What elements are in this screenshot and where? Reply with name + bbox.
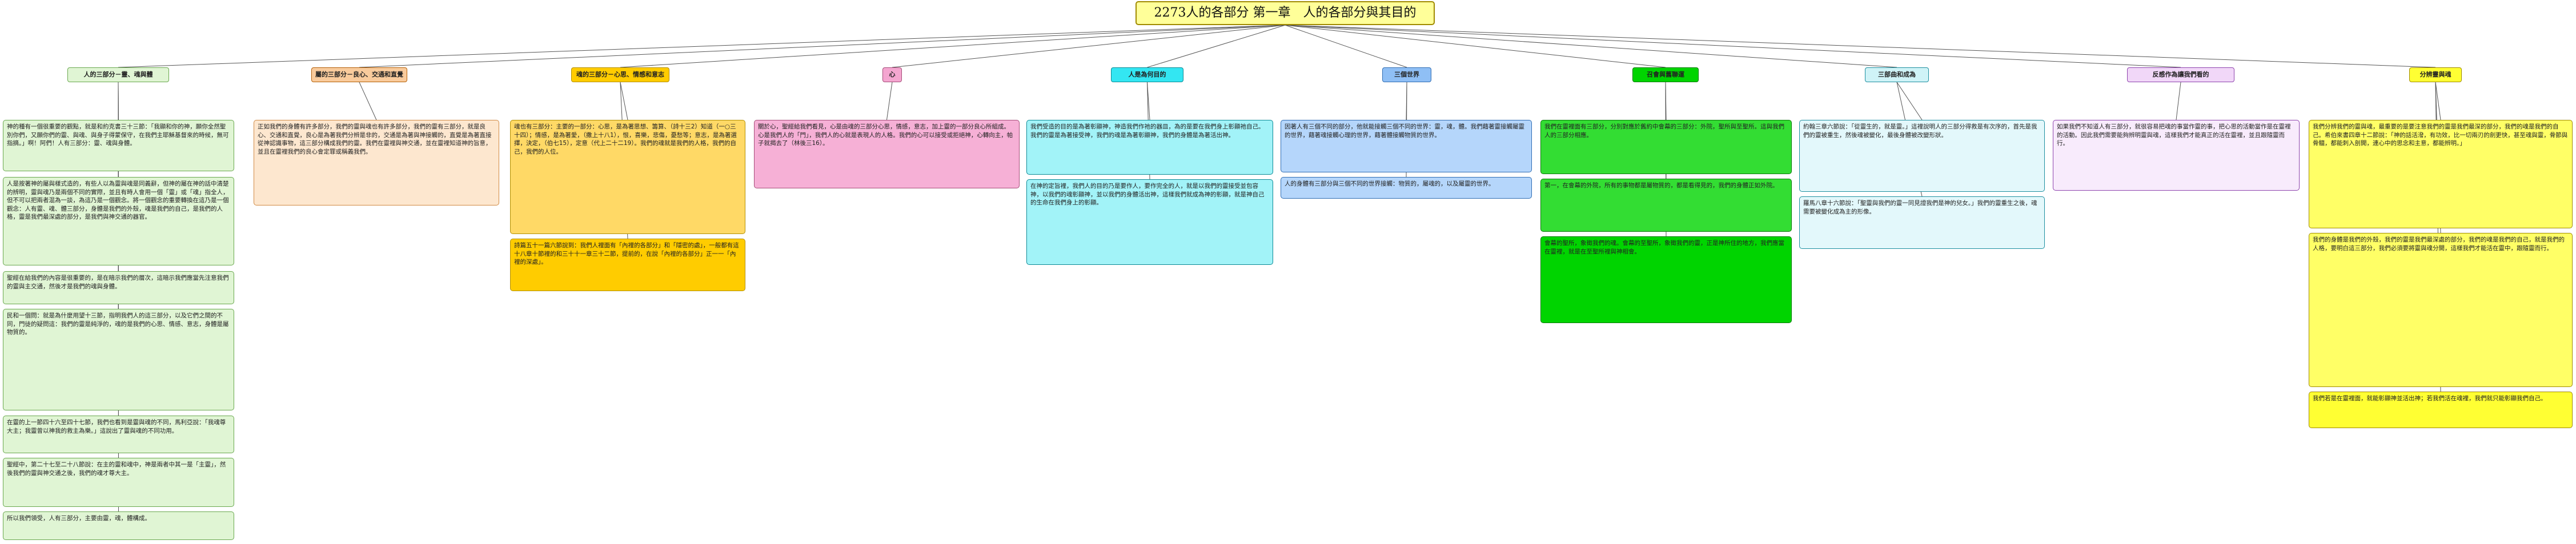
branch-to-note-line	[2176, 82, 2181, 120]
root-to-branch-line	[892, 25, 1286, 68]
branch-to-note-line	[620, 82, 628, 120]
branch-purpose-note: 我們受造的目的是為著彰顯神，神造我們作祂的器皿，為的是要在我們身上彰顯祂自己。我…	[1026, 120, 1273, 175]
branch-soul-parts-head[interactable]: 魂的三部分－心思、情感和意志	[571, 67, 669, 82]
branch-three-parts-note: 人是按著神的屬與樣式造的，有些人以為靈與魂是同義辭，但神的屬在神的話中清楚的辨明…	[3, 177, 234, 265]
branch-tabernacle-head[interactable]: 召會與舊聯運	[1632, 67, 1699, 82]
branch-three-worlds-note: 人的身體有三部分與三個不同的世界接觸：物質的，屬魂的，以及屬靈的世界。	[1281, 177, 1532, 199]
root-to-branch-line	[1285, 25, 2436, 68]
branch-three-parts-note: 所以我們領受，人有三部分，主要由靈，魂，體構成。	[3, 511, 234, 540]
root-to-branch-line	[1147, 25, 1286, 68]
branch-spirit-parts-head[interactable]: 屬的三部分－良心、交通和直覺	[311, 67, 407, 82]
root-to-branch-line	[1285, 25, 1897, 68]
central-topic[interactable]: 2273人的各部分 第一章 人的各部分與其目的	[1135, 1, 1435, 25]
branch-discern-head[interactable]: 分辨靈與魂	[2409, 67, 2462, 82]
branch-three-parts-note: 聖經中，第二十七至二十八節說：在主的靈和魂中，神是兩者中其一是「主靈」，然後我們…	[3, 458, 234, 507]
branch-three-worlds-head[interactable]: 三個世界	[1382, 67, 1431, 82]
branch-spirit-parts-note: 正如我們的身體有許多部分，我們的靈與魂也有許多部分，我們的靈有三部分，就是良心、…	[254, 120, 499, 205]
root-to-branch-line	[1285, 25, 2181, 68]
root-to-branch-line	[1285, 25, 1407, 68]
root-to-branch-line	[118, 25, 1286, 68]
branch-three-parts-note: 神的種有一個很重要的觀點，就是和約克書三十三節：「我顯和你的神，願你全然聖別你們…	[3, 120, 234, 171]
branch-three-parts-note: 在靈的上一節四十六至四十七節，我們也看到是靈與魂的不同，馬利亞說：「我魂尊大主；…	[3, 416, 234, 453]
branch-reaction-head[interactable]: 反感作為讓我們看的	[2127, 67, 2234, 82]
root-to-branch-line	[620, 25, 1286, 68]
branch-trilogy-note: 羅馬八章十六節說：「聖靈與我們的靈一同見證我們是神的兒女。」我們的靈重生之後，魂…	[1799, 196, 2045, 249]
branch-tabernacle-note: 會幕的聖所，象徵我們的魂。會幕的至聖所，象徵我們的靈，正是神所住的地方，我們應當…	[1540, 236, 1792, 323]
branch-purpose-head[interactable]: 人是為何目的	[1111, 67, 1183, 82]
branch-soul-parts-note: 魂也有三部分：主要的一部分：心思，是為著思想、籌算、（詩十三2）知道（一○三十四…	[510, 120, 745, 234]
branch-heart-head[interactable]: 心	[882, 67, 902, 82]
branch-to-note-line	[359, 82, 377, 120]
branch-tabernacle-note: 第一，在會幕的外院，所有的事物都是屬物質的，都是看得見的，我們的身體正如外院。	[1540, 179, 1792, 232]
branch-trilogy-note: 約翰三章六節說：「從靈生的，就是靈。」這裡說明人的三部分得救是有次序的，首先是我…	[1799, 120, 2045, 192]
branch-tabernacle-note: 我們在靈裡面有三部分，分別對應於舊約中會幕的三部分：外院，聖所與至聖所。這與我們…	[1540, 120, 1792, 174]
branch-heart-note: 關於心，聖經給我們看見，心是由魂的三部分心思，情感，意志，加上靈的一部分良心所組…	[754, 120, 1020, 188]
branch-to-note-line	[1896, 82, 1923, 120]
branch-reaction-note: 如果我們不知道人有三部分，就很容易把魂的事當作靈的事，把心思的活動當作是在靈裡的…	[2053, 120, 2300, 191]
branch-three-parts-note: 民和一個問：就是為什麼用望十三節，指明我們人的這三部分，以及它們之間的不同，門徒…	[3, 309, 234, 410]
branch-to-note-line	[1147, 82, 1150, 120]
branch-three-parts-note: 聖經在給我們的內容是很重要的，是在暗示我們的層次，這暗示我們應當先注意我們的靈與…	[3, 271, 234, 304]
branch-soul-parts-note: 詩篇五十一篇六節說到：我們人裡面有「內裡的各部分」和「隱密的處」，一般都有這十八…	[510, 239, 745, 291]
branch-discern-note: 我們的身體是我們的外殼，我們的靈是我們最深處的部分，我們的魂是我們的自己，就是我…	[2309, 233, 2573, 387]
branch-discern-note: 我們分辨我們的靈與魂，最重要的是要注意我們的靈是我們最深的部分，我們的魂是我們的…	[2309, 120, 2573, 228]
branch-discern-note: 我們若是在靈裡面，就能彰顯神並活出神；若我們活在魂裡，我們就只能彰顯我們自己。	[2309, 392, 2573, 428]
branch-to-note-line	[118, 82, 119, 120]
branch-three-parts-head[interactable]: 人的三部分－靈、魂與體	[67, 67, 169, 82]
branch-three-worlds-note: 因著人有三個不同的部分，他就能接觸三個不同的世界：靈，魂，體。我們藉著靈接觸屬靈…	[1281, 120, 1532, 172]
root-to-branch-line	[359, 25, 1286, 68]
root-to-branch-line	[1285, 25, 1666, 68]
branch-trilogy-head[interactable]: 三部曲和成為	[1865, 67, 1929, 82]
branch-to-note-line	[1406, 82, 1407, 120]
branch-purpose-note: 在神的定旨裡，我們人的目的乃是要作人，要作完全的人，就是以我們的靈接受並包容神，…	[1026, 179, 1273, 265]
branch-to-note-line	[886, 82, 893, 120]
branch-to-note-line	[2435, 82, 2441, 120]
